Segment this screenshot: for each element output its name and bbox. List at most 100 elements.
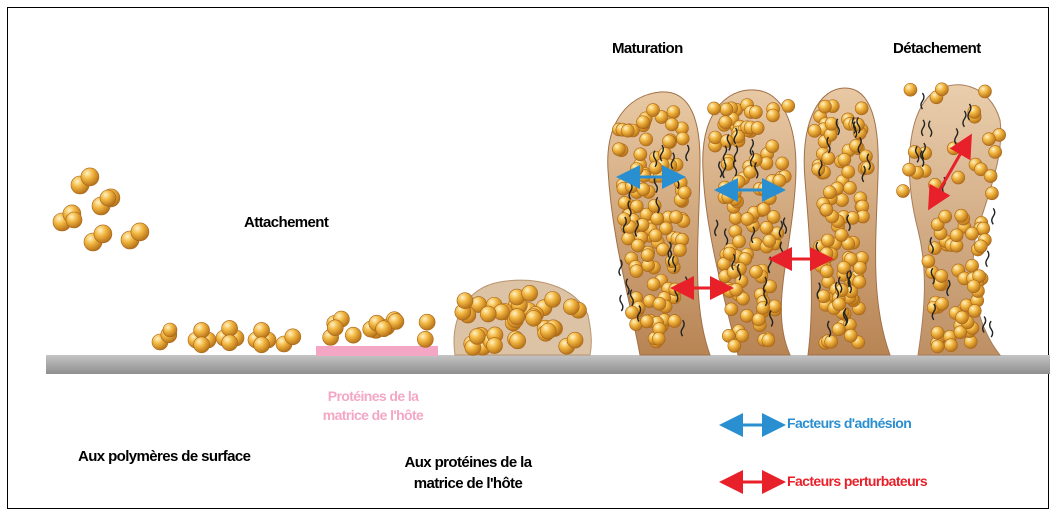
bacteria-cell-icon (931, 340, 944, 353)
bacteria-cell-icon (667, 106, 680, 119)
bacteria-cell-icon (480, 306, 496, 322)
bacteria-cell-icon (100, 190, 116, 206)
bacteria-cell-icon (812, 163, 825, 176)
substrate-surface (46, 355, 1050, 374)
bacteria-cell-icon (842, 165, 855, 178)
bacteria-cell-icon (740, 309, 753, 322)
bacteria-cell-icon (509, 309, 525, 325)
bacteria-cell-icon (966, 227, 979, 240)
bacteria-cell-icon (649, 161, 662, 174)
bacteria-cell-icon (81, 168, 99, 186)
bacteria-cell-icon (419, 314, 435, 330)
bacteria-cell-icon (835, 229, 848, 242)
bacteria-cell-icon (823, 186, 836, 199)
bacteria-cell-icon (931, 326, 944, 339)
matrix-fiber (992, 208, 995, 224)
bacteria-cell-icon (725, 303, 738, 316)
bacteria-cell-icon (982, 133, 995, 146)
bacteria-cell-icon (641, 249, 654, 262)
bacteria-cell-icon (944, 339, 957, 352)
stage-label-maturation: Maturation (612, 40, 683, 57)
bacteria-cell-icon (984, 170, 997, 183)
bacteria-cell-icon (763, 234, 776, 247)
matrix-fiber (986, 251, 989, 267)
bacteria-cell-icon (821, 234, 834, 247)
bacteria-cell-icon (897, 185, 910, 198)
matrix-proteins-label-line2: matrice de l'hôte (378, 473, 558, 494)
matrix-proteins-label: Aux protéines de la matrice de l'hôte (378, 452, 558, 494)
bacteria-cell-icon (757, 301, 770, 314)
matrix-fiber (620, 295, 623, 311)
bacteria-cell-icon (673, 244, 686, 257)
bacteria-cell-icon (640, 315, 653, 328)
bacteria-cell-icon (457, 293, 473, 309)
bacteria-cell-icon (254, 322, 270, 338)
bacteria-cell-icon (676, 132, 689, 145)
host-protein-layer (316, 346, 438, 356)
bacteria-cell-icon (66, 212, 82, 228)
bacteria-cell-icon (563, 299, 579, 315)
bacteria-cell-icon (720, 103, 733, 116)
bacteria-cell-icon (968, 304, 981, 317)
bacteria-cell-icon (612, 143, 625, 156)
bacteria-cell-icon (956, 311, 969, 324)
bacteria-cell-icon (327, 320, 343, 336)
bacteria-cell-icon (751, 122, 764, 135)
bacteria-cell-icon (820, 203, 833, 216)
bacteria-cell-icon (822, 152, 835, 165)
bacteria-cell-icon (766, 140, 779, 153)
bacteria-cell-icon (708, 102, 721, 115)
bacteria-cell-icon (723, 247, 736, 260)
bacteria-cell-icon (637, 183, 650, 196)
bacteria-cell-icon (718, 181, 731, 194)
bacteria-cell-icon (670, 211, 683, 224)
bacteria-cell-icon (678, 186, 691, 199)
bacteria-cell-icon (750, 265, 763, 278)
bacteria-cell-icon (526, 310, 542, 326)
bacteria-cell-icon (487, 338, 503, 354)
bacteria-cell-icon (728, 339, 741, 352)
bacteria-cell-icon (254, 337, 270, 353)
bacteria-cell-icon (510, 333, 526, 349)
bacteria-cell-icon (94, 225, 112, 243)
bacteria-cell-icon (762, 334, 775, 347)
bacteria-cell-icon (817, 290, 830, 303)
surface-polymers-label: Aux polymères de surface (78, 448, 250, 465)
bacteria-cell-icon (782, 99, 795, 112)
bacteria-cell-icon (720, 135, 733, 148)
bacteria-cell-icon (733, 235, 746, 248)
matrix-fiber (990, 321, 993, 337)
bacteria-cell-icon (285, 329, 301, 345)
bacteria-cell-icon (665, 118, 678, 131)
bacteria-cell-icon (636, 116, 649, 129)
bacteria-cell-icon (647, 278, 660, 291)
bacteria-cell-icon (832, 323, 845, 336)
bacteria-cell-icon (853, 275, 866, 288)
bacteria-cell-icon (947, 142, 960, 155)
bacteria-cell-icon (709, 131, 722, 144)
bacteria-cell-icon (653, 297, 666, 310)
bacteria-cell-icon (843, 181, 856, 194)
bacteria-cell-icon (651, 212, 664, 225)
bacteria-cell-icon (417, 331, 433, 347)
bacteria-cell-icon (836, 194, 849, 207)
bacteria-cell-icon (625, 306, 638, 319)
bacteria-cell-icon (647, 104, 660, 117)
bacteria-cell-icon (935, 270, 948, 283)
bacteria-cell-icon (345, 327, 361, 343)
bacteria-cell-icon (719, 116, 732, 129)
bacteria-cell-icon (908, 145, 921, 158)
bacteria-cell-icon (652, 332, 665, 345)
bacteria-cell-icon (939, 210, 952, 223)
bacteria-cell-icon (634, 148, 647, 161)
host-protein-label-line2: matrice de l'hôte (298, 406, 448, 425)
bacteria-cell-icon (818, 100, 831, 113)
bacteria-cell-icon (776, 157, 789, 170)
bacteria-cell-icon (567, 332, 583, 348)
host-protein-label: Protéines de la matrice de l'hôte (298, 387, 448, 425)
bacteria-cell-icon (729, 211, 742, 224)
bacteria-cell-icon (163, 323, 177, 337)
bacteria-cell-icon (540, 323, 556, 339)
bacteria-cell-icon (764, 280, 777, 293)
